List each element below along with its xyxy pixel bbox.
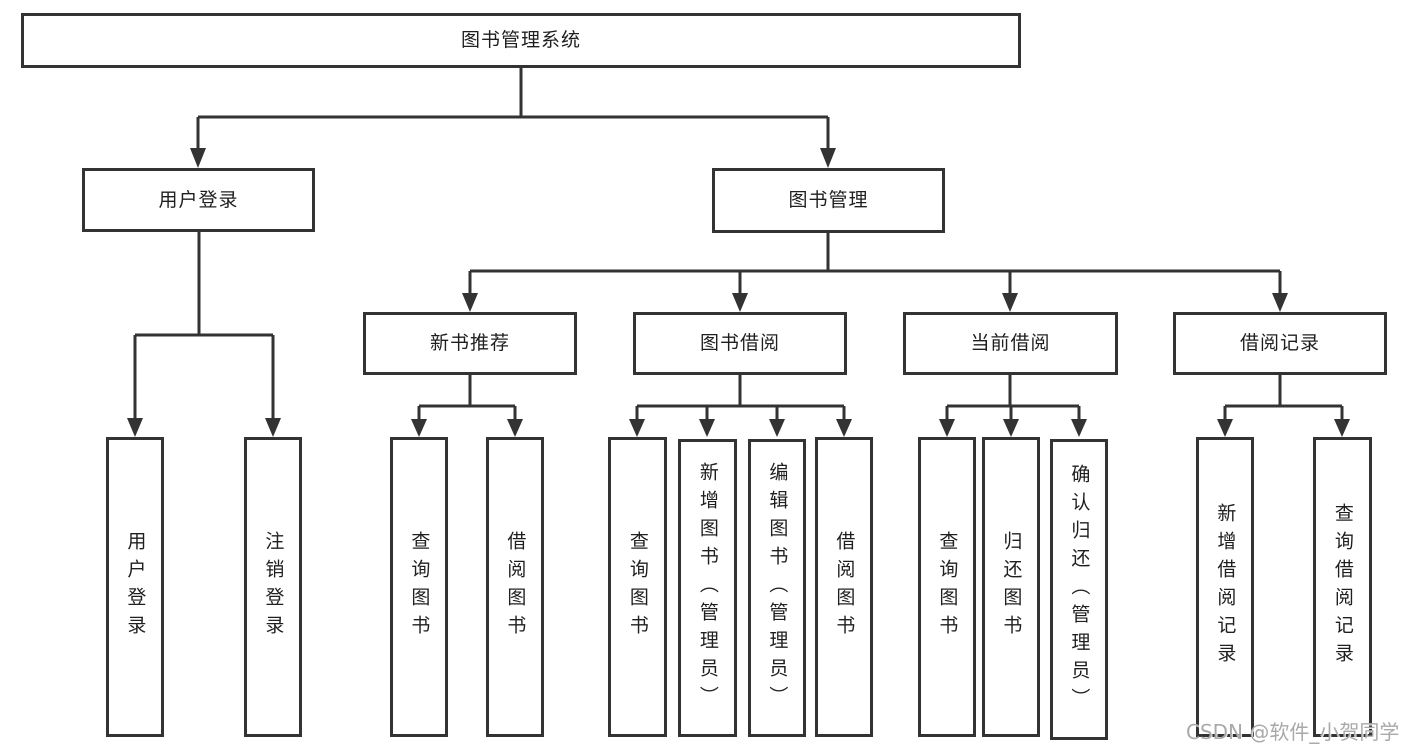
csdn-watermark: CSDN @软件_小贺同学 (1186, 720, 1400, 744)
leaf-cb-return-book: 归还图书 (982, 437, 1040, 737)
node-label: 图书借阅 (699, 332, 780, 355)
arrowhead (1217, 419, 1233, 437)
node-label: 图书管理系统 (460, 29, 581, 52)
leaf-user-login: 用户登录 (106, 437, 164, 737)
node-label: 当前借阅 (970, 332, 1051, 355)
arrowhead (732, 293, 748, 312)
node-label: 用户登录 (124, 531, 147, 643)
arrowhead (411, 419, 427, 437)
node-label: 借阅记录 (1239, 332, 1320, 355)
arrowhead (190, 148, 206, 168)
leaf-cb-query-book: 查询图书 (918, 437, 976, 737)
arrowhead (1003, 419, 1019, 437)
node-label: 新增借阅记录 (1214, 503, 1237, 671)
node-new-book-recommend: 新书推荐 (363, 312, 577, 375)
node-borrow-record: 借阅记录 (1173, 312, 1387, 375)
node-label: 查询图书 (936, 531, 959, 643)
leaf-br-query-record: 查询借阅记录 (1313, 437, 1372, 737)
node-label: 查询图书 (408, 531, 431, 643)
node-library-system: 图书管理系统 (21, 13, 1021, 68)
leaf-logout: 注销登录 (244, 437, 302, 737)
leaf-nbr-borrow-book: 借阅图书 (486, 437, 544, 737)
leaf-bb-add-book-admin: 新增图书（管理员） (678, 439, 737, 737)
node-label: 归还图书 (1000, 531, 1023, 643)
arrowhead (1071, 419, 1087, 437)
arrowhead (462, 293, 478, 312)
leaf-cb-confirm-return-admin: 确认归还（管理员） (1050, 439, 1108, 740)
arrowhead (939, 419, 955, 437)
arrowhead (629, 419, 645, 437)
arrowhead (127, 418, 143, 437)
node-label: 借阅图书 (833, 531, 856, 643)
arrowhead (265, 418, 281, 437)
node-label: 借阅图书 (504, 531, 527, 643)
arrowhead (1002, 293, 1018, 312)
node-user-login: 用户登录 (82, 168, 315, 232)
arrowhead (820, 148, 836, 168)
leaf-nbr-query-book: 查询图书 (390, 437, 448, 737)
arrowhead (1272, 293, 1288, 312)
leaf-bb-edit-book-admin: 编辑图书（管理员） (748, 439, 806, 737)
node-label: 用户登录 (158, 188, 239, 211)
node-book-management: 图书管理 (712, 168, 945, 233)
arrowhead (769, 419, 785, 437)
node-book-borrow: 图书借阅 (633, 312, 847, 375)
leaf-br-add-record: 新增借阅记录 (1196, 437, 1254, 737)
node-current-borrow: 当前借阅 (903, 312, 1118, 375)
node-label: 编辑图书（管理员） (766, 462, 789, 714)
node-label: 注销登录 (262, 531, 285, 643)
node-label: 查询借阅记录 (1331, 503, 1354, 671)
leaf-bb-query-book: 查询图书 (608, 437, 667, 737)
node-label: 图书管理 (788, 189, 869, 212)
arrowhead (699, 419, 715, 437)
node-label: 新书推荐 (429, 332, 510, 355)
leaf-bb-borrow-book: 借阅图书 (815, 437, 873, 737)
arrowhead (507, 419, 523, 437)
arrowhead (836, 419, 852, 437)
arrowhead (1334, 419, 1350, 437)
node-label: 确认归还（管理员） (1068, 463, 1091, 716)
node-label: 查询图书 (626, 531, 649, 643)
node-label: 新增图书（管理员） (696, 462, 719, 714)
